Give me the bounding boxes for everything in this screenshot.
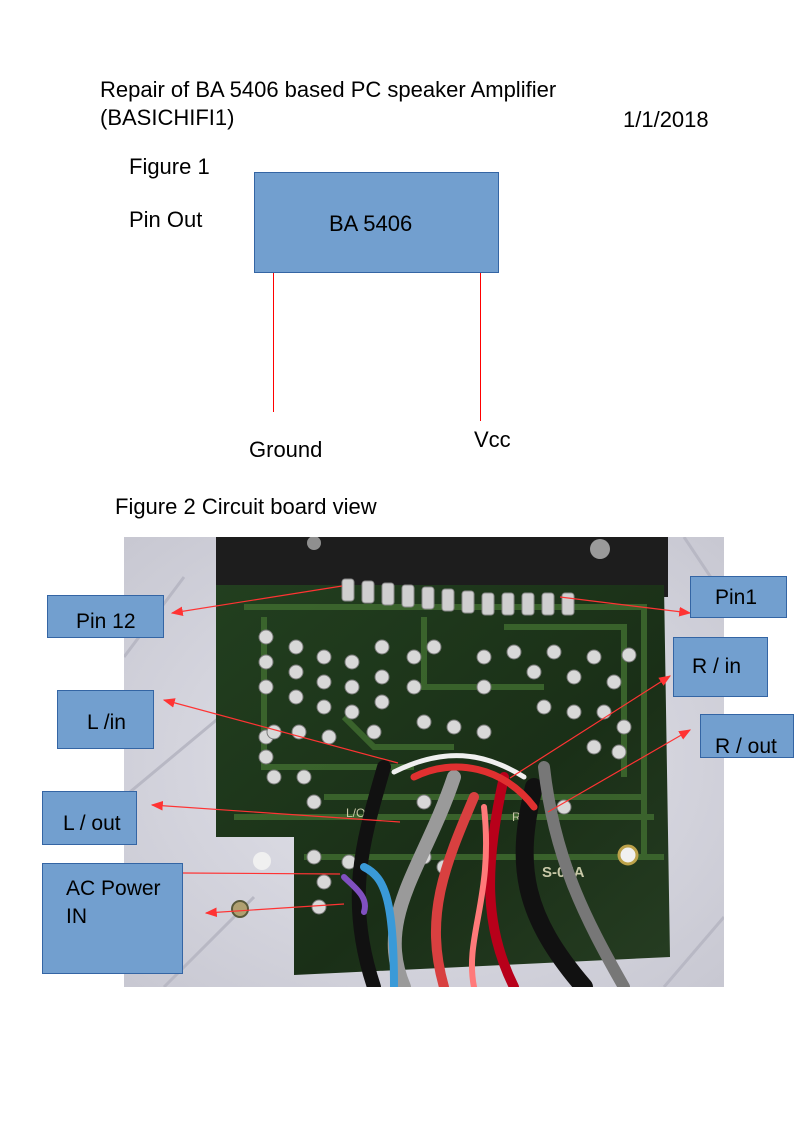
- callout-pin12-label: Pin 12: [76, 610, 136, 633]
- callout-r-out: R / out: [700, 714, 794, 758]
- callout-r-in: R / in: [673, 637, 768, 697]
- ac-power-pointer-line: [182, 872, 341, 875]
- callout-l-in-label: L /in: [87, 711, 126, 734]
- figure1-caption: Figure 1: [129, 154, 210, 179]
- figure1-subcaption: Pin Out: [129, 207, 203, 232]
- callout-pin1: Pin1: [690, 576, 787, 618]
- callout-ac-power: AC Power IN: [42, 863, 183, 974]
- arrow-l-in: [162, 698, 399, 764]
- arrow-pin1: [559, 596, 692, 617]
- chip-label: BA 5406: [329, 211, 413, 236]
- arrow-r-out: [547, 729, 692, 813]
- arrow-ac-power: [204, 903, 345, 918]
- callout-pin1-label: Pin1: [715, 586, 758, 609]
- ground-pin-line: [273, 273, 274, 412]
- document-subtitle: (BASICHIFI1): [100, 105, 235, 130]
- callout-l-out: L / out: [42, 791, 137, 845]
- callout-l-in: L /in: [57, 690, 154, 749]
- callout-pin12: Pin 12: [47, 595, 164, 638]
- callout-r-in-label: R / in: [692, 655, 742, 678]
- arrow-r-in: [509, 675, 672, 779]
- callout-l-out-label: L / out: [63, 812, 121, 835]
- callout-ac-power-label-2: IN: [66, 905, 87, 928]
- document-date: 1/1/2018: [623, 107, 709, 132]
- callout-r-out-label: R / out: [715, 735, 777, 758]
- arrow-pin12: [170, 585, 343, 617]
- arrow-l-out: [150, 800, 401, 823]
- ground-label: Ground: [249, 437, 323, 462]
- chip-box: BA 5406: [254, 172, 499, 273]
- vcc-pin-line: [480, 273, 481, 421]
- vcc-label: Vcc: [474, 427, 511, 452]
- figure2-caption: Figure 2 Circuit board view: [115, 494, 377, 519]
- callout-ac-power-label-1: AC Power: [66, 877, 161, 900]
- circuit-board-photo: L/O R/O S-05A: [124, 537, 724, 987]
- document-title: Repair of BA 5406 based PC speaker Ampli…: [100, 77, 557, 102]
- circuit-board-image: L/O R/O S-05A: [124, 537, 724, 987]
- silkscreen-lo: L/O: [346, 806, 365, 820]
